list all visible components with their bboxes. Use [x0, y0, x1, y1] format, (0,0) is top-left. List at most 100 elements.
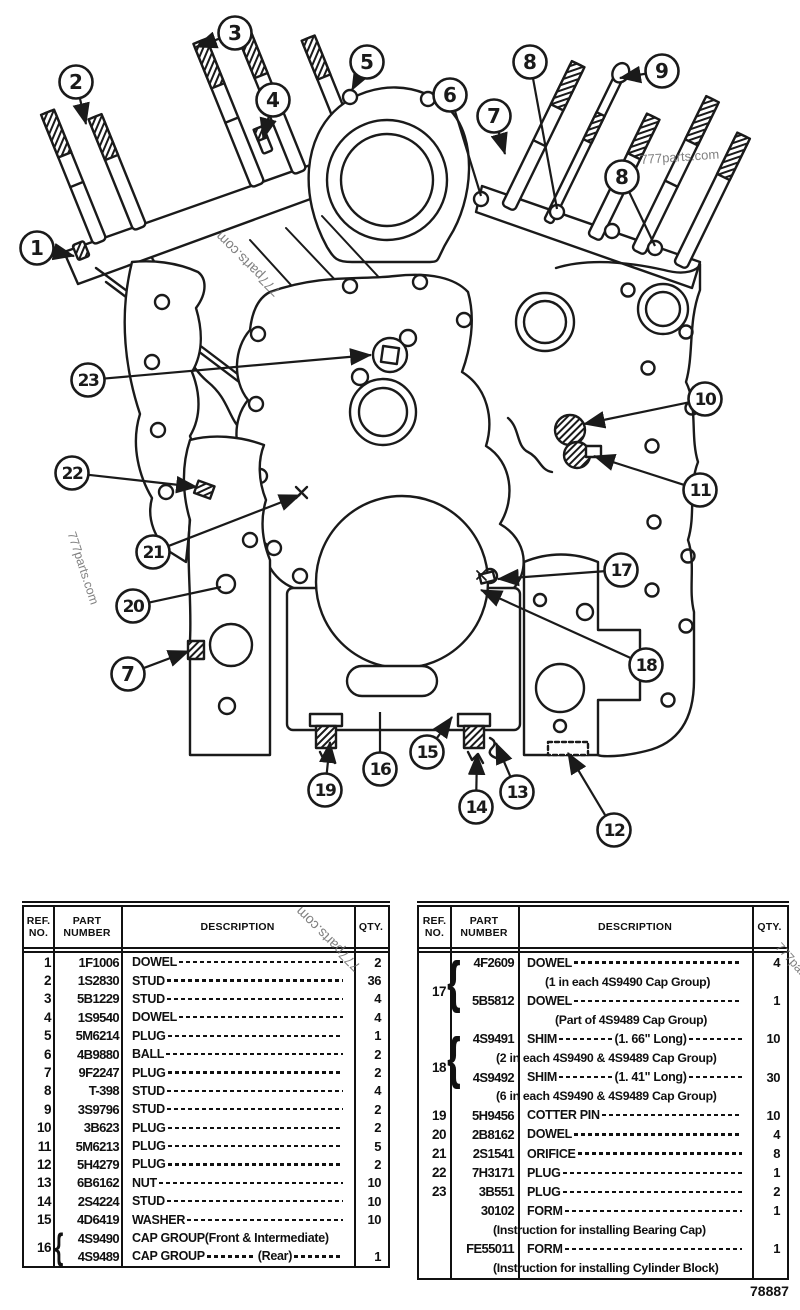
quantity: 1 [773, 1203, 780, 1219]
callout-13: 13 [494, 741, 535, 810]
ref-no: 8 [43, 1083, 52, 1099]
description-note: (6 in each 4S9490 & 4S9489 Cap Group) [496, 1089, 717, 1104]
quantity: 4 [773, 955, 780, 971]
description: STUD [119, 992, 349, 1006]
description: STUD [119, 974, 349, 988]
part-number: 4S9489 [77, 1248, 120, 1264]
description: PLUG [514, 1166, 748, 1180]
brace: { [54, 1225, 64, 1267]
ref-no: 17 [431, 983, 447, 999]
ref-no: 10 [36, 1120, 52, 1136]
svg-text:20: 20 [123, 597, 145, 617]
part-number: 4B9880 [77, 1046, 120, 1062]
callout-15: 15 [409, 716, 453, 770]
header-qty: QTY. [358, 921, 384, 933]
part-number: 4S9491 [472, 1031, 515, 1047]
header-part: PART [72, 915, 102, 927]
description-note: (1 in each 4S9490 Cap Group) [545, 974, 711, 989]
description: PLUG [119, 1157, 349, 1171]
svg-text:9: 9 [655, 59, 669, 83]
ref-no: 23 [431, 1184, 447, 1200]
description: PLUG [514, 1185, 748, 1199]
callout-17: 17 [496, 552, 639, 588]
part-number: 5M6213 [75, 1138, 120, 1154]
part-number: 9F2247 [78, 1065, 120, 1081]
description: DOWEL [514, 994, 748, 1008]
part-number: 6B6162 [77, 1175, 120, 1191]
description: SHIM(1. 66" Long) [514, 1032, 748, 1046]
table-row: (2 in each 4S9490 & 4S9489 Cap Group) [450, 1048, 787, 1067]
quantity: 2 [374, 1101, 381, 1117]
part-number: 4F2609 [473, 955, 515, 971]
description: PLUG [119, 1139, 349, 1153]
part-number: 1F1006 [78, 954, 120, 970]
quantity: 1 [773, 1165, 780, 1181]
callout-5: 5 [349, 44, 385, 91]
column-divider [354, 907, 356, 1266]
svg-text:7: 7 [487, 104, 501, 128]
column-divider [518, 907, 520, 1278]
callout-19: 19 [307, 740, 343, 808]
ref-no: 5 [43, 1028, 52, 1044]
ref-no: 18 [431, 1060, 447, 1076]
callout-7: 7 [110, 649, 191, 692]
part-number: 30102 [480, 1203, 515, 1219]
description-note: (2 in each 4S9490 & 4S9489 Cap Group) [496, 1051, 717, 1066]
ref-no: 11 [37, 1138, 52, 1154]
header-part: PART [469, 915, 499, 927]
description-note: (Part of 4S9489 Cap Group) [555, 1012, 708, 1027]
description: CAP GROUP(Front & Intermediate) [132, 1231, 329, 1246]
quantity: 1 [773, 1241, 780, 1257]
description: WASHER [119, 1213, 349, 1227]
part-number: T-398 [88, 1083, 120, 1099]
column-divider [450, 907, 452, 1278]
part-number: 4S9492 [472, 1069, 515, 1085]
ref-no [419, 1239, 446, 1277]
description: PLUG [119, 1121, 349, 1135]
quantity: 1 [773, 993, 780, 1009]
description: ORIFICE [514, 1147, 748, 1161]
callout-7: 7 [476, 98, 512, 156]
description: PLUG [119, 1029, 349, 1043]
quantity: 4 [374, 1083, 381, 1099]
svg-text:3: 3 [228, 21, 242, 45]
part-number: 1S2830 [77, 973, 120, 989]
ref-no [419, 1201, 446, 1239]
description-note: (Instruction for installing Bearing Cap) [493, 1222, 706, 1237]
quantity: 2 [374, 1156, 381, 1172]
svg-text:11: 11 [690, 481, 711, 501]
table-row: (Instruction for installing Bearing Cap) [450, 1220, 787, 1239]
description: STUD [119, 1194, 349, 1208]
svg-text:6: 6 [443, 83, 457, 107]
description-note: (Instruction for installing Cylinder Blo… [493, 1261, 719, 1276]
page-number: 78887 [750, 1283, 789, 1299]
quantity: 10 [766, 1107, 781, 1123]
description: DOWEL [514, 1127, 748, 1141]
part-number: 5H9456 [472, 1107, 515, 1123]
part-number: 4D6419 [77, 1212, 120, 1228]
